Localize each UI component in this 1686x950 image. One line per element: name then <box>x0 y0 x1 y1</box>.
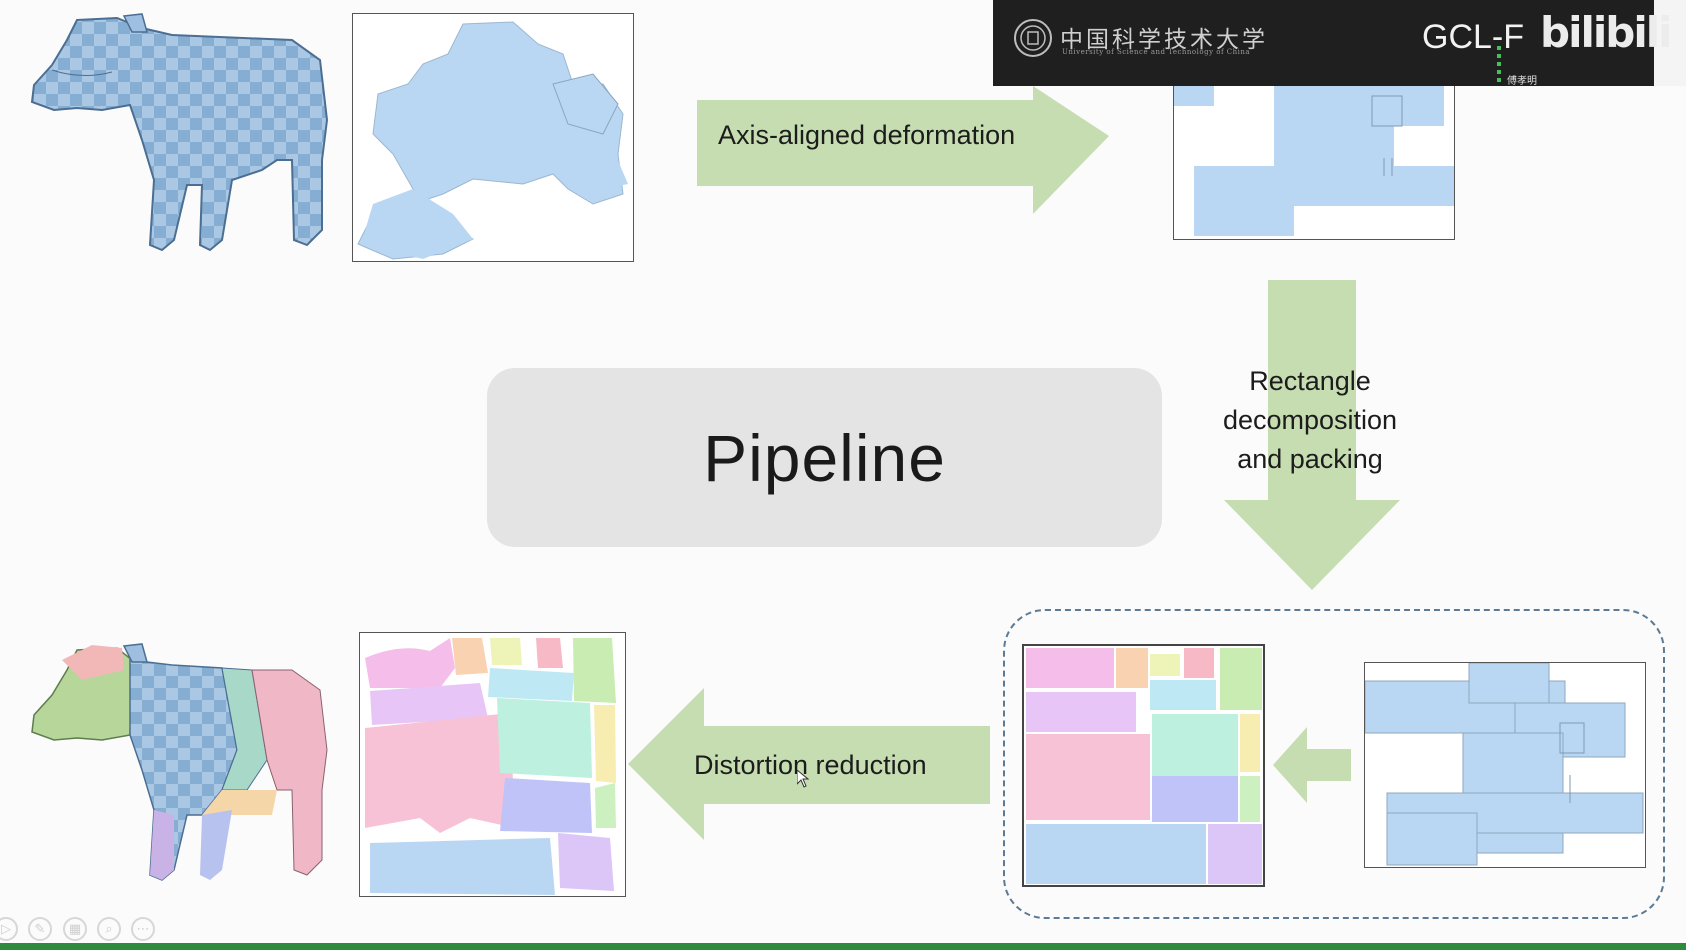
label-line-2: decomposition <box>1222 405 1398 435</box>
mouse-cursor-icon <box>797 770 809 788</box>
page-title: Pipeline <box>703 420 946 495</box>
uv-chart-input <box>352 13 634 262</box>
channel-tag: GCL-F <box>1422 18 1524 56</box>
banner-edge <box>1654 0 1686 86</box>
packing-group <box>1003 609 1665 919</box>
label-line-3: and packing <box>1237 444 1383 474</box>
university-seal-icon <box>1014 19 1052 57</box>
speaker-name: 傅孝明 <box>1507 76 1537 87</box>
play-icon[interactable]: ▷ <box>0 917 18 941</box>
uv-rectangles-decomposed <box>1364 662 1646 868</box>
label-rectangle-decomposition: Rectangle decomposition and packing <box>1200 362 1420 479</box>
label-distortion-reduction: Distortion reduction <box>694 750 927 780</box>
more-icon[interactable]: ⋯ <box>131 917 155 941</box>
bilibili-logo: bilibili <box>1540 8 1673 57</box>
arrow-left-icon <box>628 688 990 840</box>
slides-icon[interactable]: ▦ <box>63 917 87 941</box>
label-line-1: Rectangle <box>1249 366 1371 396</box>
uv-atlas-packed <box>1022 644 1265 887</box>
zoom-icon[interactable]: ⌕ <box>97 917 121 941</box>
progress-bar[interactable] <box>0 943 1686 950</box>
cow-mesh-segmented <box>31 643 328 881</box>
arrow-right-icon <box>697 86 1109 214</box>
arrow-left-small-icon <box>1273 727 1351 803</box>
label-axis-aligned-deformation: Axis-aligned deformation <box>718 120 1016 150</box>
arrow-down-icon <box>1224 280 1400 590</box>
university-subtitle: University of Science and Technology of … <box>1062 48 1251 56</box>
pen-icon[interactable]: ✎ <box>28 917 52 941</box>
uv-chart-deformed <box>1173 86 1455 240</box>
pipeline-title-box: Pipeline <box>487 368 1162 547</box>
cow-mesh-checker <box>30 13 329 252</box>
video-overlay-banner <box>993 0 1654 86</box>
university-name: 中国科学技术大学 <box>1060 27 1268 53</box>
mic-level-icon <box>1497 46 1501 82</box>
uv-atlas-final <box>359 632 626 897</box>
